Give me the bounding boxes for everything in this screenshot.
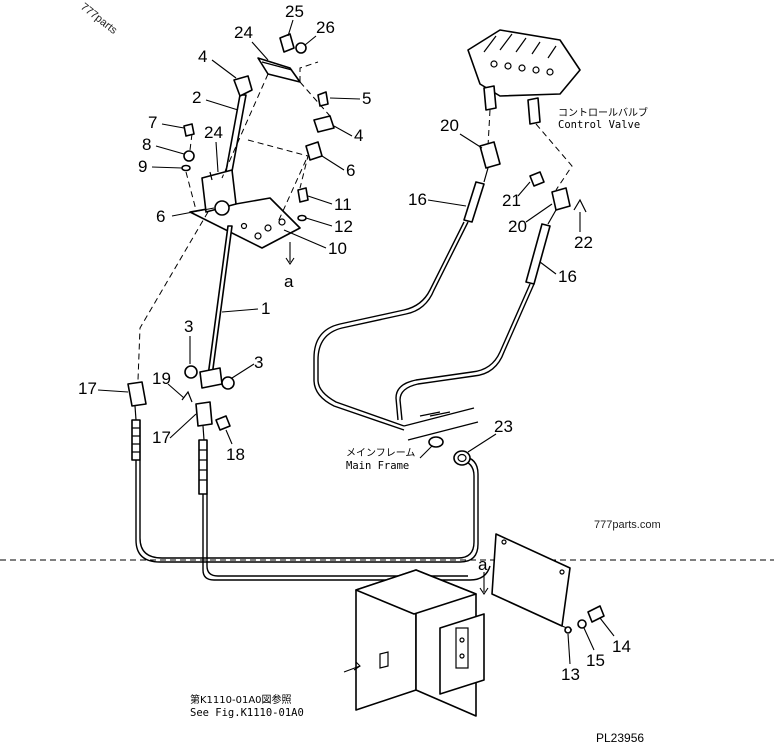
callout-4-top: 4 bbox=[198, 47, 207, 66]
callout-18: 18 bbox=[226, 445, 245, 464]
callout-1: 1 bbox=[261, 299, 270, 318]
callout-19: 19 bbox=[152, 369, 171, 388]
bolt-7 bbox=[183, 123, 195, 137]
washer-12 bbox=[297, 214, 307, 222]
cable-left bbox=[135, 455, 479, 563]
callout-24-mid: 24 bbox=[204, 123, 223, 142]
callout-20-right: 20 bbox=[508, 217, 527, 236]
cable-valve-left bbox=[313, 221, 465, 431]
callout-26: 26 bbox=[316, 18, 335, 37]
callout-8: 8 bbox=[142, 135, 151, 154]
cable-right bbox=[202, 494, 491, 581]
ball-3-right bbox=[221, 376, 235, 390]
callout-14: 14 bbox=[612, 637, 631, 656]
callout-22: 22 bbox=[574, 233, 593, 252]
clevis-20-right bbox=[551, 187, 571, 211]
main-frame-label-en: Main Frame bbox=[346, 460, 409, 472]
pin-22 bbox=[573, 198, 587, 213]
knob-4 bbox=[233, 75, 253, 97]
screw-5 bbox=[317, 91, 329, 107]
link-rod-1 bbox=[207, 225, 233, 377]
callout-13: 13 bbox=[561, 665, 580, 684]
clevis-17-right bbox=[195, 401, 213, 427]
callout-17-right: 17 bbox=[152, 428, 171, 447]
control-valve bbox=[467, 29, 581, 191]
console-box bbox=[355, 569, 485, 717]
see-fig-label-jp: 第K1110-01A0図参照 bbox=[190, 693, 292, 706]
grommet-23 bbox=[453, 450, 471, 466]
washer-9 bbox=[181, 164, 191, 172]
callouts: 25 26 24 4 2 5 4 6 7 8 24 9 6 11 12 10 1… bbox=[78, 2, 631, 684]
washer-8 bbox=[183, 150, 195, 162]
callout-10: 10 bbox=[328, 239, 347, 258]
callout-15: 15 bbox=[586, 651, 605, 670]
bolt-25 bbox=[279, 33, 295, 53]
callout-25: 25 bbox=[285, 2, 304, 21]
control-valve-label-en: Control Valve bbox=[558, 119, 640, 131]
ref-a-bottom: a bbox=[478, 555, 488, 574]
callout-16-left: 16 bbox=[408, 190, 427, 209]
callout-7: 7 bbox=[148, 113, 157, 132]
ref-a-top: a bbox=[284, 272, 294, 291]
cover-plate bbox=[491, 533, 571, 627]
ball-3-left bbox=[184, 365, 198, 379]
washer-13 bbox=[564, 626, 572, 634]
callout-3-left: 3 bbox=[184, 317, 193, 336]
bolt-21 bbox=[529, 171, 545, 187]
main-frame-section bbox=[403, 407, 479, 441]
rod-end bbox=[199, 367, 223, 389]
lever-assembly bbox=[137, 33, 335, 381]
main-frame-label-jp: メインフレーム bbox=[346, 447, 415, 459]
callout-3-right: 3 bbox=[254, 353, 263, 372]
callout-17-left: 17 bbox=[78, 379, 97, 398]
callout-6-right: 6 bbox=[346, 161, 355, 180]
ref-a-top-group: a bbox=[284, 242, 295, 291]
callout-11: 11 bbox=[334, 195, 352, 214]
figure-code: PL23956 bbox=[596, 731, 644, 745]
watermark-mid: 777parts.com bbox=[594, 519, 661, 531]
control-valve-label-jp: コントロールバルブ bbox=[558, 106, 648, 119]
cable-valve-right bbox=[395, 283, 531, 421]
callout-20-left: 20 bbox=[440, 116, 459, 135]
callout-6-left: 6 bbox=[156, 207, 165, 226]
callout-4-right: 4 bbox=[354, 126, 363, 145]
bolt-11 bbox=[297, 187, 309, 203]
callout-2: 2 bbox=[192, 88, 201, 107]
callout-16-right: 16 bbox=[558, 267, 577, 286]
callout-23: 23 bbox=[494, 417, 513, 436]
callout-5: 5 bbox=[362, 89, 371, 108]
clamp-part bbox=[428, 436, 444, 448]
pivot-6 bbox=[214, 200, 230, 216]
clevis-20-left bbox=[479, 141, 501, 169]
bolt-18 bbox=[215, 415, 231, 431]
callout-12: 12 bbox=[334, 217, 353, 236]
upper-bracket bbox=[257, 57, 301, 83]
callout-21: 21 bbox=[502, 191, 521, 210]
washer-15 bbox=[577, 619, 587, 629]
lower-bracket bbox=[201, 169, 237, 213]
callout-9: 9 bbox=[138, 157, 147, 176]
watermark-top: 777parts bbox=[78, 1, 120, 37]
callout-24-top: 24 bbox=[234, 23, 253, 42]
nut-26 bbox=[295, 42, 307, 54]
see-fig-label-en: See Fig.K1110-01A0 bbox=[190, 707, 304, 719]
bushing-6 bbox=[305, 141, 323, 161]
clevis-17-left bbox=[127, 381, 147, 407]
knob-4-right bbox=[313, 115, 335, 133]
